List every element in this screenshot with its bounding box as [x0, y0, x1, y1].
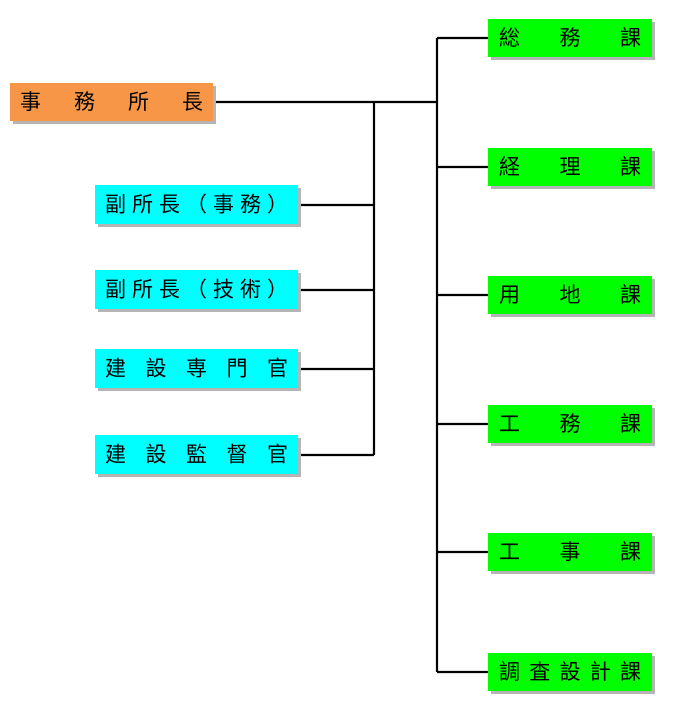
deputy-box-4-rect — [95, 435, 298, 474]
deputy-box-1-rect — [95, 185, 298, 224]
section-box-3: 用地課 — [488, 276, 655, 317]
section-box-6: 調査設計課 — [488, 653, 655, 694]
section-box-5: 工事課 — [488, 533, 655, 574]
head-box-rect — [10, 83, 213, 121]
deputy-box-2: 副所長（技術） — [95, 270, 301, 312]
section-box-2-rect — [488, 148, 652, 186]
section-box-4-rect — [488, 405, 652, 443]
section-box-4: 工務課 — [488, 405, 655, 446]
deputy-box-1: 副所長（事務） — [95, 185, 301, 227]
deputy-box-3-rect — [95, 349, 298, 388]
section-box-1: 総務課 — [488, 19, 655, 60]
connector-lines — [213, 36, 488, 674]
deputy-box-1-label: 副所長（事務） — [105, 193, 288, 217]
deputy-box-4: 建設監督官 — [95, 435, 301, 477]
deputy-box-2-label: 副所長（技術） — [105, 278, 288, 302]
deputy-box-2-rect — [95, 270, 298, 309]
head-box: 事務所長 — [10, 83, 216, 124]
section-box-1-rect — [488, 19, 652, 57]
section-box-6-rect — [488, 653, 652, 691]
section-box-5-rect — [488, 533, 652, 571]
deputy-box-3: 建設専門官 — [95, 349, 301, 391]
section-box-2: 経理課 — [488, 148, 655, 189]
section-box-3-rect — [488, 276, 652, 314]
